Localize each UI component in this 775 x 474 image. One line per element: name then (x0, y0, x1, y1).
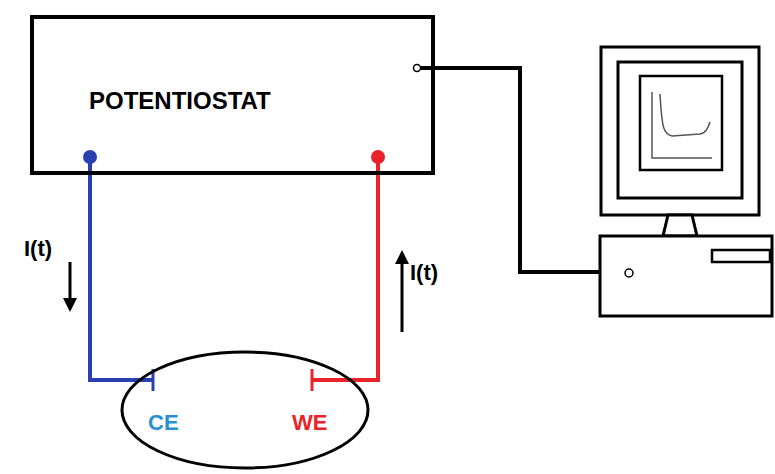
monitor-stand (663, 215, 697, 236)
monitor-bezel (618, 62, 742, 198)
current-arrowhead (395, 250, 409, 264)
plot-axes (652, 92, 712, 158)
current-label: I(t) (410, 262, 438, 284)
current-label: I(t) (24, 238, 52, 260)
electrode-wire (350, 175, 378, 380)
instrument-name: POTENTIOSTAT (89, 89, 271, 113)
current-arrowhead (63, 298, 77, 312)
screen (640, 76, 722, 170)
electrode-name: WE (292, 412, 327, 434)
data-cable (421, 68, 626, 272)
port (625, 269, 633, 277)
current-arrow (69, 262, 72, 300)
drive-slot (712, 250, 770, 262)
cell-outline (120, 350, 370, 470)
electrode-name: CE (148, 412, 179, 434)
electrode-wire (90, 175, 140, 380)
computer-case (600, 236, 772, 316)
current-arrow (401, 262, 404, 332)
plot-curve (660, 94, 710, 136)
monitor (601, 47, 759, 215)
potentiostat-box: POTENTIOSTAT (30, 15, 435, 175)
working-electrode (311, 369, 314, 391)
port (414, 65, 421, 72)
electrochemical-cell: CE WE (120, 350, 370, 470)
cell-ellipse (122, 352, 368, 468)
